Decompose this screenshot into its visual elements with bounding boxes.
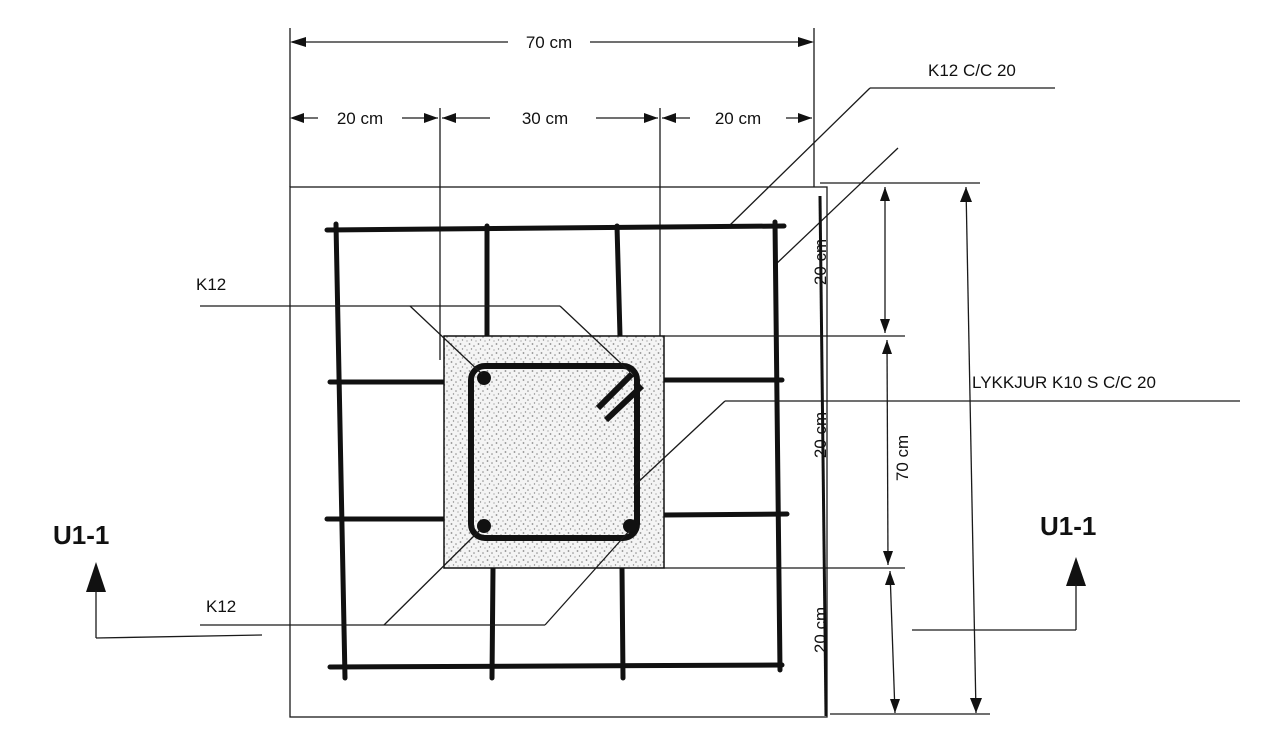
seg-mid-label: 30 cm	[522, 109, 568, 128]
overall-width-dimension: 70 cm	[289, 28, 815, 187]
bar-top-callout: K12	[196, 275, 631, 375]
seg-right-label: 20 cm	[715, 109, 761, 128]
reinforcement-mesh	[324, 219, 790, 681]
stirrup-label: LYKKJUR K10 S C/C 20	[972, 373, 1156, 392]
footing-outline	[289, 186, 828, 718]
stirrup	[468, 363, 645, 541]
section-label-left: U1-1	[53, 520, 109, 550]
corner-bar-bottom-left	[477, 519, 491, 533]
section-edge-line	[818, 195, 828, 717]
bar-bottom-callout: K12	[200, 529, 631, 626]
corner-bar-bottom-right	[623, 519, 637, 533]
corner-bar-top-left	[477, 371, 491, 385]
height-dimension-chain	[664, 182, 990, 715]
mesh-label: K12 C/C 20	[928, 61, 1016, 80]
seg-left-label: 20 cm	[337, 109, 383, 128]
section-marker-right: U1-1	[912, 511, 1096, 631]
bar-bottom-label: K12	[206, 597, 236, 616]
height-seg-1-label: 20 cm	[811, 239, 830, 285]
mesh-callout: K12 C/C 20	[729, 61, 1055, 266]
bar-top-label: K12	[196, 275, 226, 294]
height-total-label: 70 cm	[893, 435, 912, 481]
section-label-right: U1-1	[1040, 511, 1096, 541]
section-marker-left: U1-1	[53, 520, 263, 639]
height-seg-3-label: 20 cm	[811, 607, 830, 653]
height-seg-2-label: 20 cm	[811, 412, 830, 458]
stirrup-callout: LYKKJUR K10 S C/C 20	[633, 373, 1240, 487]
segment-width-dimensions: 20 cm 30 cm 20 cm	[290, 108, 812, 360]
overall-width-label: 70 cm	[526, 33, 572, 52]
